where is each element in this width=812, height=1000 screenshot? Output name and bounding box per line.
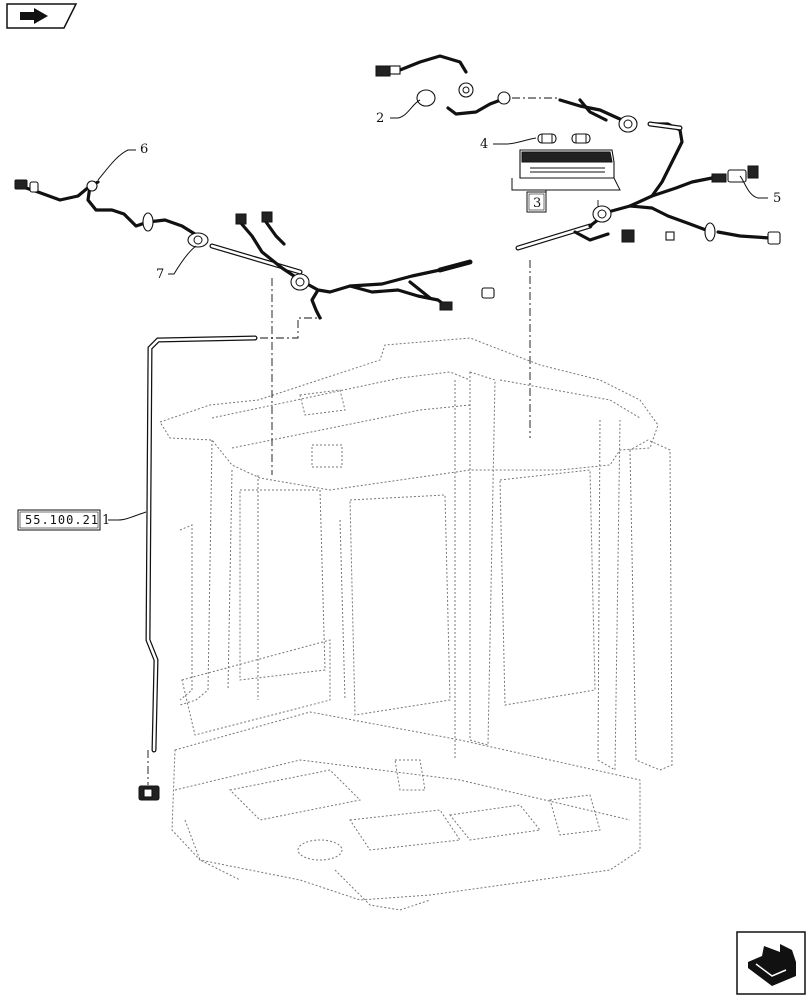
cab-frame-outline <box>159 337 673 911</box>
callout-5: 5 <box>773 191 781 206</box>
callout-7: 7 <box>156 267 164 282</box>
reference-link-box[interactable]: 55.100.21 <box>17 509 101 531</box>
harness-1-cable <box>138 335 258 801</box>
callout-leaders <box>97 99 768 521</box>
callout-3-box <box>526 191 547 213</box>
callout-1: 1 <box>102 513 110 528</box>
callout-3: 3 <box>533 196 541 211</box>
next-page-arrow-icon[interactable] <box>736 931 806 995</box>
connectors <box>14 65 781 311</box>
callout-2: 2 <box>376 111 384 126</box>
callout-4: 4 <box>480 137 488 152</box>
assembly-phantom-lines <box>147 97 599 785</box>
page-back-arrow-icon[interactable] <box>6 3 78 29</box>
bulbs <box>537 133 591 144</box>
dome-light <box>511 149 621 198</box>
main-roof-harness <box>18 54 772 320</box>
reference-link-label[interactable]: 55.100.21 <box>25 513 99 527</box>
callout-6: 6 <box>140 142 148 157</box>
